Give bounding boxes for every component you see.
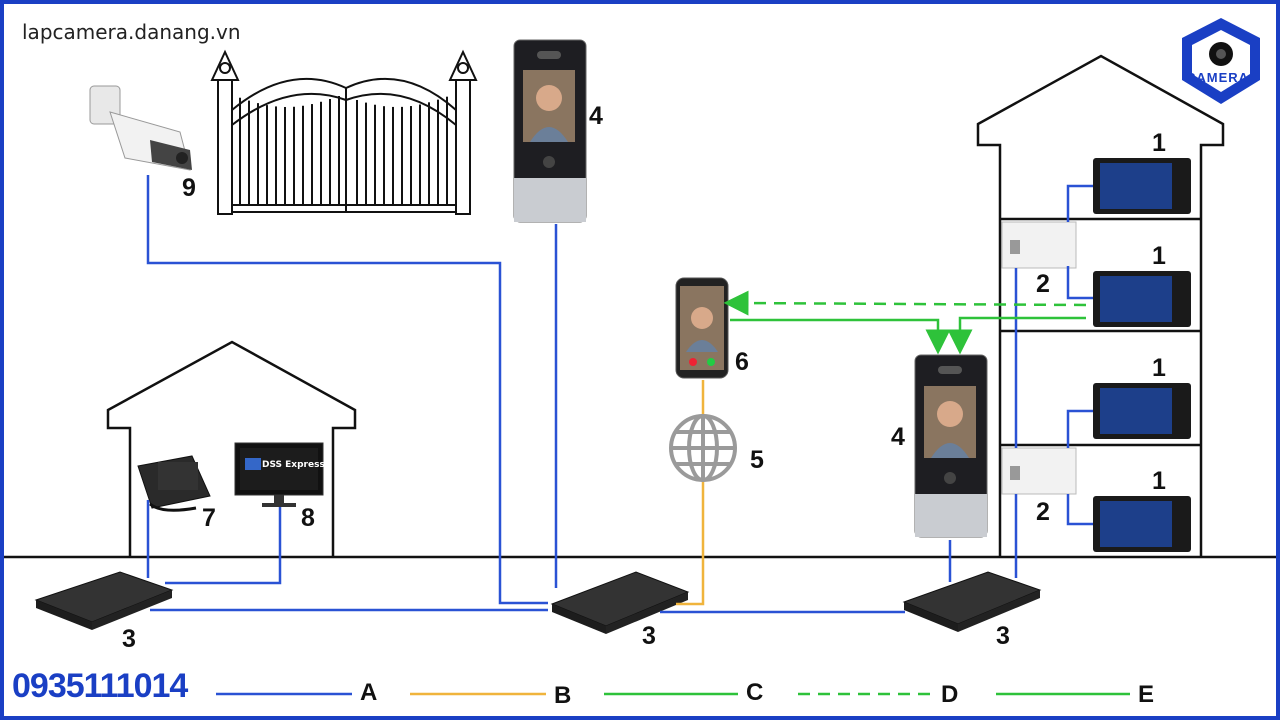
smartphone-device <box>675 277 729 379</box>
legend-label-d: D <box>941 681 959 708</box>
door-station-building-device <box>914 354 988 538</box>
label-door-station-building: 4 <box>891 423 905 451</box>
building-right <box>976 54 1225 557</box>
indoor-monitors <box>1093 158 1191 552</box>
door-station-gate-device <box>513 39 587 223</box>
switch-left-device <box>34 571 174 630</box>
legend-label-a: A <box>360 679 378 706</box>
logo-text: CAMERA <box>1186 70 1250 85</box>
label-master-station: 7 <box>202 504 216 532</box>
gate <box>210 49 478 215</box>
switch-middle-device <box>550 571 690 634</box>
label-indoor-monitor-3: 1 <box>1152 354 1166 382</box>
pc-monitor-device <box>234 442 324 507</box>
internet-cable <box>676 380 705 606</box>
call-signals <box>723 290 1087 355</box>
label-door-station-gate: 4 <box>589 102 603 130</box>
label-switch-right: 3 <box>996 622 1010 650</box>
network-cables <box>146 175 1093 614</box>
ip-camera-device <box>89 85 192 171</box>
label-internet: 5 <box>750 446 764 474</box>
house-left <box>106 340 357 557</box>
legend-label-c: C <box>746 679 764 706</box>
label-ip-camera: 9 <box>182 174 196 202</box>
label-switch-left: 3 <box>122 625 136 653</box>
label-indoor-monitor-4: 1 <box>1152 467 1166 495</box>
label-pc-monitor: 8 <box>301 504 315 532</box>
internet-globe <box>669 414 737 482</box>
label-distributor-top: 2 <box>1036 270 1050 298</box>
label-distributor-bottom: 2 <box>1036 498 1050 526</box>
legend-label-e: E <box>1138 681 1155 708</box>
site-url: lapcamera.danang.vn <box>22 20 241 44</box>
legend-label-b: B <box>554 682 572 709</box>
master-station-device <box>137 455 211 512</box>
distributors <box>1001 221 1077 495</box>
label-smartphone: 6 <box>735 348 749 376</box>
label-indoor-monitor-1: 1 <box>1152 129 1166 157</box>
label-switch-middle: 3 <box>642 622 656 650</box>
label-indoor-monitor-2: 1 <box>1152 242 1166 270</box>
camera-logo <box>1182 18 1260 104</box>
phone-number: 0935111014 <box>12 667 188 705</box>
monitor-brand-text: DSS Express <box>262 460 325 470</box>
switch-right-device <box>902 571 1042 632</box>
